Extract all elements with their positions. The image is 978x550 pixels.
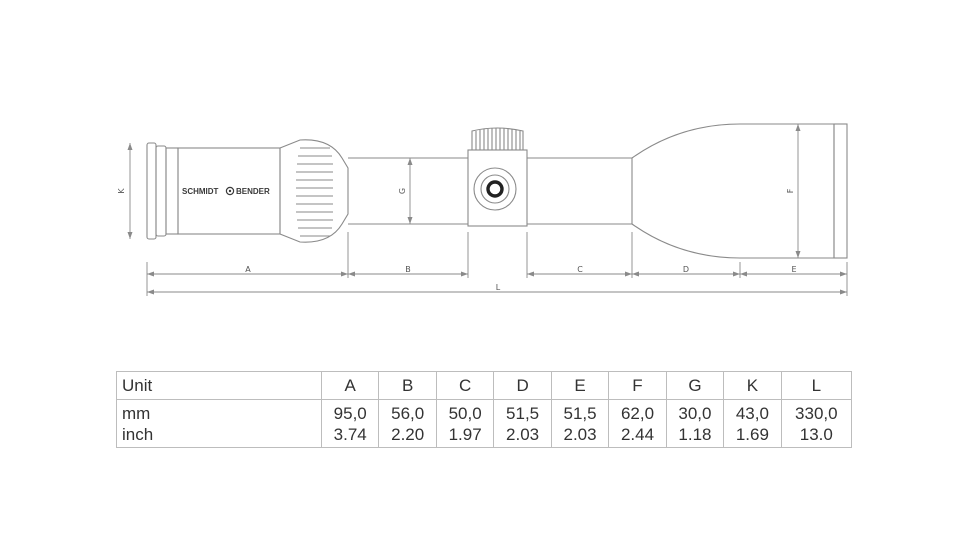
turret: [467, 127, 528, 227]
cell-mm-e: 51,5: [550, 399, 609, 424]
table-row-mm: mm 95,0 56,0 50,0 51,5 51,5 62,0 30,0 43…: [117, 399, 852, 424]
table-header-row: Unit A B C D E F G K L: [116, 371, 852, 400]
cell-inch-b: 2.20: [378, 424, 437, 448]
label-C: C: [577, 265, 583, 274]
dimension-F: F: [786, 124, 801, 258]
label-B: B: [405, 265, 411, 274]
table-row-inch: inch 3.74 2.20 1.97 2.03 2.03 2.44 1.18 …: [117, 424, 852, 448]
cell-inch-k: 1.69: [723, 424, 782, 448]
dimension-L: L: [147, 283, 847, 295]
cell-inch-c: 1.97: [435, 424, 494, 448]
cell-mm-d: 51,5: [493, 399, 552, 424]
cell-mm-b: 56,0: [378, 399, 437, 424]
cell-inch-g: 1.18: [665, 424, 724, 448]
dimension-B: B: [348, 265, 468, 277]
dimension-G: G: [398, 158, 413, 224]
front-tube: [527, 157, 632, 225]
dimension-C: C: [527, 265, 632, 277]
label-D: D: [683, 265, 689, 274]
brand-text-left: SCHMIDT: [182, 187, 219, 196]
magnification-ring: [279, 139, 349, 243]
brand-logo-icon: [225, 186, 235, 196]
label-A: A: [245, 265, 251, 274]
label-F: F: [786, 188, 795, 193]
header-cell-unit: Unit: [116, 371, 322, 400]
riflescope-dimension-drawing: SCHMIDT BENDER K: [117, 123, 848, 296]
illumination-knob-icon: [486, 180, 504, 198]
row-label-mm: mm: [122, 404, 151, 423]
dimension-K: K: [117, 143, 133, 239]
header-cell-k: K: [723, 371, 782, 400]
header-cell-b: B: [378, 371, 437, 400]
cell-inch-a: 3.74: [320, 424, 379, 448]
extension-lines: [146, 232, 848, 296]
cell-inch-d: 2.03: [493, 424, 552, 448]
brand-text-right: BENDER: [236, 187, 270, 196]
dimension-D: D: [632, 265, 740, 277]
cell-inch-f: 2.44: [608, 424, 667, 448]
cell-inch-l: 13.0: [780, 424, 852, 448]
dimension-A: A: [147, 265, 348, 277]
header-cell-l: L: [780, 371, 852, 400]
header-cell-c: C: [435, 371, 494, 400]
cell-mm-k: 43,0: [723, 399, 782, 424]
label-G: G: [398, 188, 407, 194]
label-K: K: [117, 188, 126, 194]
header-cell-e: E: [550, 371, 609, 400]
header-cell-d: D: [493, 371, 552, 400]
dimension-E: E: [740, 265, 847, 277]
middle-tube: [348, 157, 468, 225]
label-E: E: [791, 265, 796, 274]
label-L: L: [496, 283, 501, 292]
cell-mm-g: 30,0: [665, 399, 724, 424]
header-cell-f: F: [608, 371, 667, 400]
objective-bell: [631, 123, 848, 259]
cell-mm-l: 330,0: [780, 399, 852, 424]
row-label-inch: inch: [122, 425, 154, 444]
cell-mm-c: 50,0: [435, 399, 494, 424]
cell-mm-f: 62,0: [608, 399, 667, 424]
header-cell-g: G: [665, 371, 724, 400]
dimensions-table: Unit A B C D E F G K L mm 95,0 56,0 50,0…: [116, 371, 852, 448]
eyepiece: SCHMIDT BENDER: [146, 142, 281, 240]
cell-inch-e: 2.03: [550, 424, 609, 448]
cell-mm-a: 95,0: [320, 399, 379, 424]
header-cell-a: A: [320, 371, 379, 400]
